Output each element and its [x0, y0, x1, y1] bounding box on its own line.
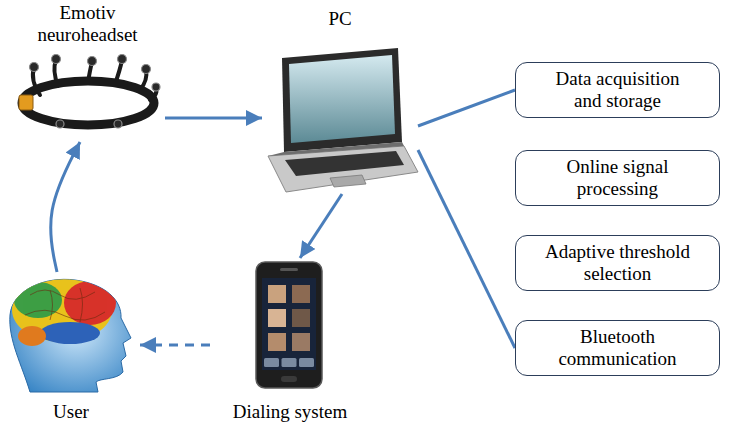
- phone-illustration: [256, 262, 322, 388]
- contact-photo: [268, 309, 286, 327]
- brain: [12, 278, 116, 346]
- connector: [165, 117, 262, 120]
- phone-speaker: [280, 268, 298, 271]
- connector: [418, 150, 515, 348]
- brain-fold: [50, 290, 53, 320]
- user-node: User: [2, 272, 140, 426]
- node-label: Bluetooth communication: [542, 326, 694, 370]
- connector: [51, 142, 80, 272]
- headset-band: [22, 81, 154, 125]
- headset-electrodes: [30, 55, 161, 129]
- electrode: [152, 83, 160, 91]
- process-box: Data acquisition and storage: [515, 62, 720, 118]
- brain-lobe: [40, 322, 100, 344]
- contact-photo: [292, 285, 310, 303]
- electrode: [142, 65, 151, 74]
- headset-node: Emotiv neuroheadset: [10, 2, 165, 142]
- laptop-screen: [289, 55, 395, 143]
- phone-body: [256, 262, 322, 388]
- phone-button: [299, 358, 314, 367]
- node-label: Dialing system: [233, 401, 348, 423]
- electrode: [30, 63, 39, 72]
- node-label: User: [53, 401, 89, 423]
- node-label: Adaptive threshold selection: [542, 241, 694, 285]
- brain-fold: [80, 288, 83, 322]
- pc-node: PC: [262, 8, 418, 194]
- connector: [418, 90, 515, 126]
- electrode: [88, 57, 97, 66]
- head-illustration: [10, 278, 131, 392]
- laptop-bezel: [282, 48, 402, 152]
- laptop-touchpad: [330, 175, 366, 187]
- phone-home-key: [281, 376, 297, 382]
- phone-button: [264, 358, 279, 367]
- contact-photo: [268, 333, 286, 351]
- connector: [300, 194, 342, 258]
- node-label: Data acquisition and storage: [542, 68, 694, 112]
- electrode: [118, 55, 127, 64]
- brain-fold: [25, 310, 105, 320]
- node-label: Emotiv neuroheadset: [25, 2, 150, 46]
- head-silhouette: [10, 279, 131, 392]
- phone-screen: [262, 278, 316, 370]
- brain-lobe: [14, 282, 62, 318]
- brain-folds: [25, 288, 105, 322]
- process-box: Adaptive threshold selection: [515, 235, 720, 291]
- brain-lobe: [18, 326, 46, 346]
- contact-photos: [268, 285, 310, 351]
- phone-node: Dialing system: [210, 258, 370, 426]
- process-box: Online signal processing: [515, 150, 720, 206]
- headset-logo: [19, 95, 33, 110]
- brain-fold: [30, 290, 95, 299]
- headset-illustration: [19, 55, 160, 129]
- node-label: PC: [328, 8, 351, 30]
- laptop-illustration: [268, 48, 418, 192]
- phone-button: [282, 358, 297, 367]
- contact-photo: [268, 285, 286, 303]
- process-box: Bluetooth communication: [515, 320, 720, 376]
- laptop-keyboard: [285, 151, 404, 176]
- node-label: Online signal processing: [542, 156, 694, 200]
- phone-buttons: [264, 358, 314, 367]
- contact-photo: [292, 309, 310, 327]
- electrode: [56, 120, 64, 128]
- contact-photo: [292, 333, 310, 351]
- connector: [140, 344, 210, 347]
- electrode: [114, 120, 122, 128]
- electrode: [52, 55, 61, 64]
